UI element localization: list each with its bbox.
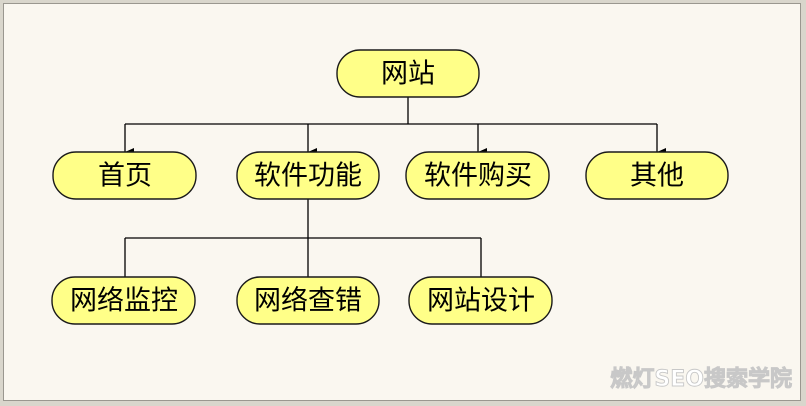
node-purchase: 软件购买 — [405, 151, 550, 200]
edges-features — [124, 199, 482, 277]
node-webdesign-label: 网站设计 — [427, 286, 535, 317]
watermark-text: 燃灯SEO搜索学院 — [610, 366, 792, 392]
node-purchase-label: 软件购买 — [424, 161, 532, 192]
node-diagnose-label: 网络查错 — [254, 286, 362, 317]
node-features: 软件功能 — [236, 151, 380, 200]
node-home-label: 首页 — [98, 161, 152, 192]
edges-root — [124, 97, 666, 156]
node-other-label: 其他 — [630, 161, 684, 192]
node-monitor: 网络监控 — [51, 276, 196, 325]
node-webdesign: 网站设计 — [408, 276, 553, 325]
node-home: 首页 — [52, 151, 197, 200]
node-root: 网站 — [336, 49, 480, 98]
node-monitor-label: 网络监控 — [70, 286, 178, 317]
node-root-label: 网站 — [381, 59, 435, 90]
node-diagnose: 网络查错 — [236, 276, 380, 325]
node-features-label: 软件功能 — [254, 161, 362, 192]
node-other: 其他 — [585, 151, 729, 200]
